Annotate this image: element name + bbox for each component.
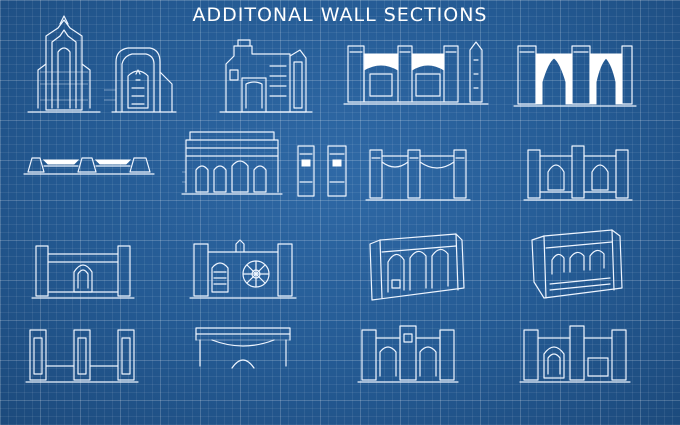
arch-canopy-icon <box>196 328 290 368</box>
pillar-pair-icon <box>298 146 346 196</box>
angled-arch-wall-icon <box>370 234 464 300</box>
angled-alcove-wall-icon <box>532 230 622 298</box>
wall-with-windows-icon <box>344 42 488 104</box>
door-wall-icon <box>520 326 630 382</box>
building-block-icon <box>220 40 312 112</box>
small-arch-wall-icon <box>32 246 134 298</box>
tri-pillar-wall-icon <box>26 330 138 382</box>
tall-tower-icon <box>28 16 100 112</box>
gatehouse-icon <box>104 48 176 112</box>
colonnade-wall-icon <box>182 132 282 194</box>
low-barricade-icon <box>24 158 154 174</box>
machinery-wall-icon <box>190 240 296 298</box>
gothic-arch-wall-icon <box>514 46 636 106</box>
arch-bridge-icon <box>366 150 470 200</box>
page-title: ADDITONAL WALL SECTIONS <box>192 4 488 26</box>
pillared-arch-wall-icon <box>524 146 632 200</box>
pillared-gate-wall-icon <box>358 326 458 382</box>
